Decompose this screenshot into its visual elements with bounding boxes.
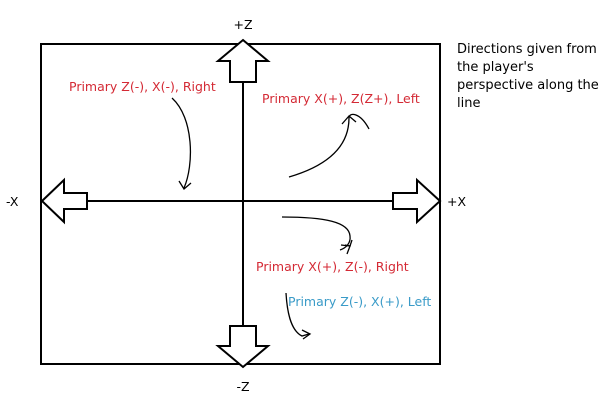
plus-x-arrow-icon xyxy=(392,177,442,225)
plus-z-arrow-icon xyxy=(215,38,271,83)
curve-arrow-top-right xyxy=(288,113,370,178)
label-bottom-right: Primary X(+), Z(-), Right xyxy=(256,259,409,274)
axis-label-plus-z: +Z xyxy=(233,17,252,32)
axis-label-plus-x: +X xyxy=(447,194,466,209)
label-top-left: Primary Z(-), X(-), Right xyxy=(69,79,216,94)
axis-label-minus-z: -Z xyxy=(236,379,249,394)
curve-arrow-top-left xyxy=(171,97,192,190)
minus-x-arrow-icon xyxy=(40,177,88,225)
label-bottom-right-blue: Primary Z(-), X(+), Left xyxy=(288,294,431,309)
label-top-right: Primary X(+), Z(Z+), Left xyxy=(262,91,420,106)
axis-label-minus-x: -X xyxy=(6,194,19,209)
direction-note: Directions given from the player's persp… xyxy=(457,42,599,111)
curve-arrow-bottom-right xyxy=(281,216,353,255)
curve-arrow-bottom-blue xyxy=(285,292,312,340)
minus-z-arrow-icon xyxy=(215,325,271,369)
